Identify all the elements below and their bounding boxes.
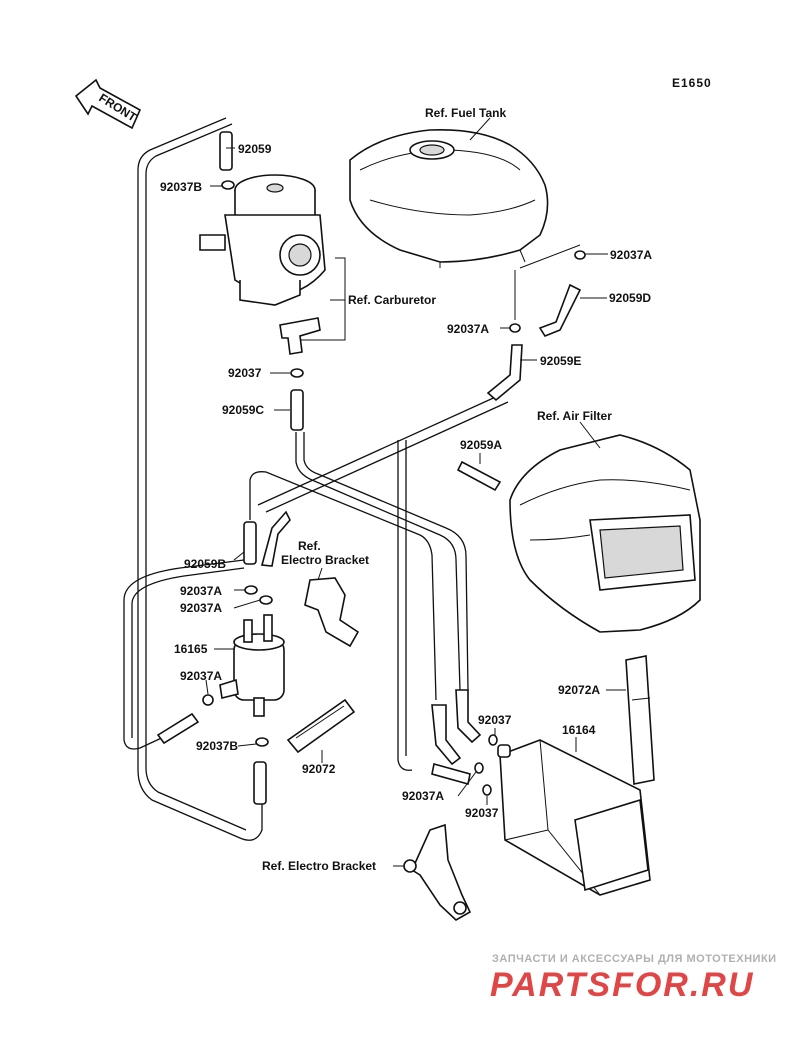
carburetor [199, 174, 326, 355]
part-92059e: 92059E [540, 354, 581, 368]
part-92059c: 92059C [222, 403, 264, 417]
ref-air-filter: Ref. Air Filter [537, 409, 612, 423]
electro-bracket-upper [304, 577, 360, 648]
part-92059b: 92059B [184, 557, 226, 571]
part-92037a-2: 92037A [180, 601, 222, 615]
part-16165: 16165 [174, 642, 208, 656]
part-92072: 92072 [302, 762, 336, 776]
watermark-tagline: ЗАПЧАСТИ И АКСЕССУАРЫ ДЛЯ МОТОТЕХНИКИ [492, 953, 777, 965]
watermark: ЗАПЧАСТИ И АКСЕССУАРЫ ДЛЯ МОТОТЕХНИКИ PA… [490, 953, 777, 1004]
front-arrow: FRONT [74, 78, 142, 130]
part-92059: 92059 [238, 142, 272, 156]
ref-fuel-tank: Ref. Fuel Tank [425, 106, 506, 120]
electro-bracket-lower [403, 823, 472, 921]
ref-electro-bracket-1a: Ref. [298, 539, 321, 553]
fuel-tank [349, 128, 549, 268]
band-92072 [286, 698, 356, 754]
part-92037: 92037 [228, 366, 262, 380]
part-92037b-top: 92037B [160, 180, 202, 194]
part-92037a-right: 92037A [402, 789, 444, 803]
part-92037a-tank: 92037A [610, 248, 652, 262]
canister-16164 [497, 739, 651, 896]
part-92037-right2: 92037 [465, 806, 499, 820]
clips [202, 180, 586, 796]
part-92072a: 92072A [558, 683, 600, 697]
part-92059a: 92059A [460, 438, 502, 452]
part-92037a-mid: 92037A [447, 322, 489, 336]
watermark-brand: PARTSFOR.RU [490, 966, 754, 1004]
part-92037-right: 92037 [478, 713, 512, 727]
air-filter [509, 434, 701, 633]
ref-electro-bracket-2: Ref. Electro Bracket [262, 859, 376, 873]
hose-routing [123, 117, 581, 841]
ref-carburetor: Ref. Carburetor [348, 293, 436, 307]
band-92072a [625, 655, 655, 785]
hose-pieces [156, 131, 582, 805]
ref-electro-bracket-1b: Electro Bracket [281, 553, 369, 567]
part-92037a-1: 92037A [180, 584, 222, 598]
part-92037a-3: 92037A [180, 669, 222, 683]
labels: E1650 Ref. Fuel Tank Ref. Carburetor Ref… [160, 76, 712, 873]
leader-lines [205, 117, 626, 867]
diagram-code: E1650 [672, 76, 712, 90]
part-92037b-bot: 92037B [196, 739, 238, 753]
part-92059d: 92059D [609, 291, 651, 305]
part-16164: 16164 [562, 723, 596, 737]
fuel-filter-16165 [219, 614, 285, 717]
